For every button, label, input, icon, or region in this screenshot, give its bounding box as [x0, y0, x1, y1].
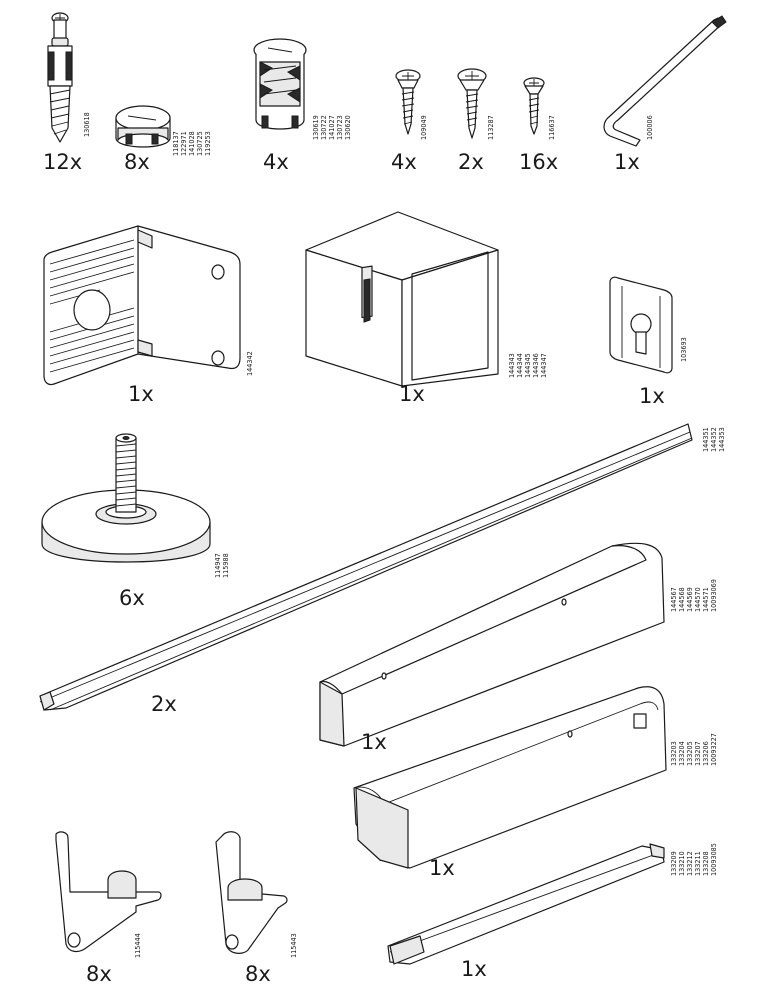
corner-bracket-icon — [43, 225, 241, 386]
part-code: 100006 — [645, 115, 654, 140]
part-quantity: 1x — [128, 382, 154, 406]
part-code-list: 103693 — [679, 337, 688, 362]
part-code-list: 109049 — [419, 115, 428, 140]
part-code-list: 115443 — [289, 933, 298, 958]
part-code: 10093085 — [709, 843, 718, 876]
part-quantity: 8x — [86, 962, 112, 986]
part-quantity: 1x — [461, 957, 487, 981]
allen-key-icon — [603, 15, 727, 147]
part-quantity: 8x — [124, 150, 150, 174]
part-quantity: 4x — [263, 150, 289, 174]
part-code-list: 100006 — [645, 115, 654, 140]
part-code-list: 116637 — [547, 115, 556, 140]
part-code-list: 118137 122971 141028 130725 119253 — [171, 131, 212, 156]
part-code-list: 133203 133204 133205 133207 133206 10093… — [669, 733, 718, 766]
part-quantity: 4x — [391, 150, 417, 174]
part-quantity: 1x — [399, 382, 425, 406]
part-code: 10093069 — [709, 579, 718, 612]
part-code: 119253 — [203, 131, 212, 156]
part-code: 103693 — [679, 337, 688, 362]
part-quantity: 1x — [614, 150, 640, 174]
clip-icon — [55, 831, 162, 953]
part-quantity: 1x — [429, 856, 455, 880]
part-quantity: 16x — [519, 150, 559, 174]
part-quantity: 2x — [458, 150, 484, 174]
cam-dowel-icon — [47, 12, 73, 143]
screw-icon — [457, 68, 487, 139]
cam-lock-icon — [115, 105, 171, 148]
flat-bar-icon — [387, 843, 665, 965]
adjustable-foot-icon — [41, 433, 211, 563]
cam-lock-sleeve-icon — [253, 38, 307, 130]
part-code-list: 130619 130722 141027 130723 130620 — [311, 115, 352, 140]
part-code: 116637 — [547, 115, 556, 140]
part-quantity: 12x — [43, 150, 83, 174]
part-code-list: 144342 — [245, 351, 254, 376]
rail-bracket-icon — [319, 542, 665, 747]
part-code-list: 144567 144568 144569 144570 144571 10093… — [669, 579, 718, 612]
screw-icon — [523, 77, 545, 135]
screw-icon — [395, 69, 421, 135]
clip-icon — [215, 831, 288, 954]
angle-block-icon — [305, 211, 499, 387]
part-code-list: 115444 — [133, 933, 142, 958]
part-code-list: 133209 133210 133212 133211 133208 10093… — [669, 843, 718, 876]
part-quantity: 6x — [119, 586, 145, 610]
part-quantity: 1x — [639, 384, 665, 408]
keyhole-plate-icon — [609, 276, 673, 374]
long-rail-icon — [39, 423, 693, 711]
part-quantity: 8x — [245, 962, 271, 986]
part-quantity: 2x — [151, 692, 177, 716]
part-code: 130620 — [343, 115, 352, 140]
part-code: 144353 — [717, 427, 726, 452]
part-code: 115443 — [289, 933, 298, 958]
part-code: 144342 — [245, 351, 254, 376]
part-code-list: 144351 144352 144353 — [701, 427, 726, 452]
part-code: 115444 — [133, 933, 142, 958]
rail-bracket-icon — [353, 686, 667, 869]
part-code: 130618 — [82, 112, 91, 137]
part-quantity: 1x — [361, 730, 387, 754]
part-code: 109049 — [419, 115, 428, 140]
part-code: 144347 — [539, 353, 548, 378]
part-code-list: 144343 144344 144345 144346 144347 — [507, 353, 548, 378]
part-code: 10093227 — [709, 733, 718, 766]
part-code: 113287 — [486, 115, 495, 140]
part-code-list: 130618 — [82, 112, 91, 137]
part-code-list: 113287 — [486, 115, 495, 140]
